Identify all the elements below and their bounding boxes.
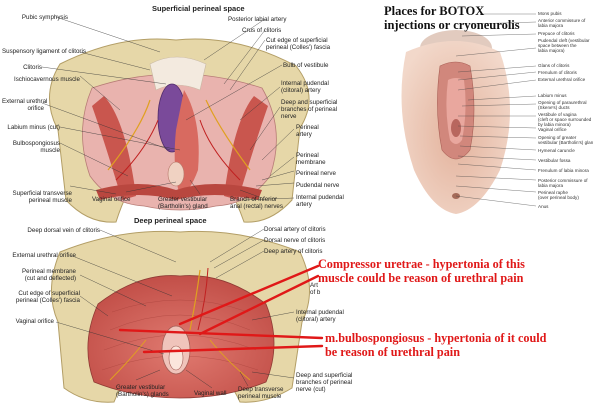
rlabel-external-urethral: External urethral orifice xyxy=(538,77,586,82)
label-deep-dorsal-vein: Deep dorsal vein of clitoris xyxy=(27,227,100,234)
pointer-bulbo-1 xyxy=(118,328,324,340)
label-crus-of-clitoris: Crus of clitoris xyxy=(242,27,282,34)
rlabel-bartholin-opening: Opening of greater vestibular (Bartholin… xyxy=(538,135,593,145)
label-bulbospongiosus: Bulbospongiosus muscle xyxy=(12,140,60,154)
rlabel-paraurethral: Opening of paraurethral (Skene's) ducts xyxy=(538,100,587,110)
label-deep-transverse: Deep transverse perineal muscle xyxy=(238,386,284,400)
red-pointer-lines xyxy=(118,264,324,354)
rlabel-prepuce: Prepuce of clitoris xyxy=(538,31,575,36)
rlabel-mons-pubis: Mons pubis xyxy=(538,11,562,16)
label-posterior-labial-artery: Posterior labial artery xyxy=(228,16,287,23)
label-greater-vestibular-top: Greater vestibular (Bartholin's) gland xyxy=(158,196,208,210)
label-external-urethral-orifice-bottom: External urethral orifice xyxy=(12,252,76,259)
label-perineal-membrane-cut: Perineal membrane (cut and deflected) xyxy=(22,268,76,282)
rlabel-labium-minus: Labium minus xyxy=(538,93,567,98)
rlabel-vaginal-orifice: Vaginal orifice xyxy=(538,127,567,132)
pointer-bulbo-2 xyxy=(142,344,324,354)
label-pubic-symphysis: Pubic symphysis xyxy=(21,14,68,21)
label-perineal-membrane: Perineal membrane xyxy=(296,152,326,166)
label-bulb-of-vestibule: Bulb of vestibule xyxy=(283,62,329,69)
label-artery-bulb-partial: Art of b xyxy=(310,282,321,296)
label-vaginal-orifice-top: Vaginal orifice xyxy=(92,196,131,203)
botox-heading: Places for BOTOX injections or cryoneuro… xyxy=(384,4,554,32)
deep-space-title: Deep perineal space xyxy=(134,216,207,225)
rlabel-perineal-raphe: Perineal raphe (over perineal body) xyxy=(538,190,579,200)
label-deep-superficial-branches: Deep and superficial branches of perinea… xyxy=(281,99,338,120)
label-internal-pudendal-artery: Internal pudendal artery xyxy=(296,194,344,208)
rlabel-hymenal-caruncle: Hymenal caruncle xyxy=(538,148,575,153)
label-deep-superficial-branches-cut: Deep and superficial branches of perinea… xyxy=(296,372,353,393)
label-perineal-artery: Perineal artery xyxy=(296,124,319,138)
label-ischiocavernous: Ischiocavernous muscle xyxy=(13,76,80,83)
label-pudendal-nerve: Pudendal nerve xyxy=(296,182,340,189)
label-internal-pudendal-clitoral-bottom: Internal pudendal (clitoral) artery xyxy=(296,309,344,323)
label-vaginal-orifice-bottom: Vaginal orifice xyxy=(15,318,54,325)
annotation-bulbospongiosus: m.bulbospongiosus - hypertonia of it cou… xyxy=(325,331,547,359)
label-branch-inferior-anal: Branch of inferior anal (rectal) nerves xyxy=(230,196,283,210)
label-dorsal-artery-clitoris: Dorsal artery of clitoris xyxy=(264,226,326,233)
rlabel-frenulum-clitoris: Frenulum of clitoris xyxy=(538,70,577,75)
label-perineal-nerve: Perineal nerve xyxy=(296,170,336,177)
external-genitalia-image xyxy=(392,13,572,220)
label-internal-pudendal-clitoral: Internal pudendal (clitoral) artery xyxy=(281,80,329,94)
label-cut-edge-colles: Cut edge of superficial perineal (Colles… xyxy=(266,37,331,51)
label-labium-minus: Labium minus (cut) xyxy=(7,124,60,131)
label-suspensory-ligament: Suspensory ligament of clitoris xyxy=(2,48,86,55)
label-cut-edge-colles-bottom: Cut edge of superficial perineal (Colles… xyxy=(15,290,80,304)
pointer-compressor-1 xyxy=(178,264,320,326)
pointer-compressor-2 xyxy=(198,274,320,336)
label-vaginal-wall: Vaginal wall xyxy=(194,390,227,397)
rlabel-glans: Glans of clitoris xyxy=(538,63,570,68)
rlabel-pudendal-cleft: Pudendal cleft (vestibular space between… xyxy=(538,38,590,53)
deep-space-illustration xyxy=(50,228,311,403)
rlabel-anterior-commissure: Anterior commissure of labia majora xyxy=(538,18,586,28)
label-deep-artery-clitoris: Deep artery of clitoris xyxy=(264,248,323,255)
label-superficial-transverse: Superficial transverse perineal muscle xyxy=(12,190,73,204)
rlabel-vestibule: Vestibule of vagina (cleft or space surr… xyxy=(538,112,592,127)
label-external-urethral-orifice: External urethral orifice xyxy=(2,98,48,112)
superficial-space-illustration xyxy=(41,16,310,223)
superficial-space-title: Superficial perineal space xyxy=(152,4,245,13)
annotation-compressor-urethrae: Compressor uretrae - hypertonia of this … xyxy=(318,257,525,285)
label-greater-vestibular-bottom: Greater vestibular (Bartholin's) glands xyxy=(116,384,169,398)
rlabel-frenulum-labia: Frenulum of labia minora xyxy=(538,168,589,173)
rlabel-vestibular-fossa: Vestibular fossa xyxy=(538,158,571,163)
rlabel-anus: Anus xyxy=(538,204,549,209)
label-clitoris: Clitoris xyxy=(23,64,42,71)
heading-line-2: injections or cryoneurolis xyxy=(384,18,520,32)
rlabel-posterior-commissure: Posterior commissure of labia majora xyxy=(538,178,588,188)
label-dorsal-nerve-clitoris: Dorsal nerve of clitoris xyxy=(264,237,326,244)
heading-line-1: Places for BOTOX xyxy=(384,4,485,18)
